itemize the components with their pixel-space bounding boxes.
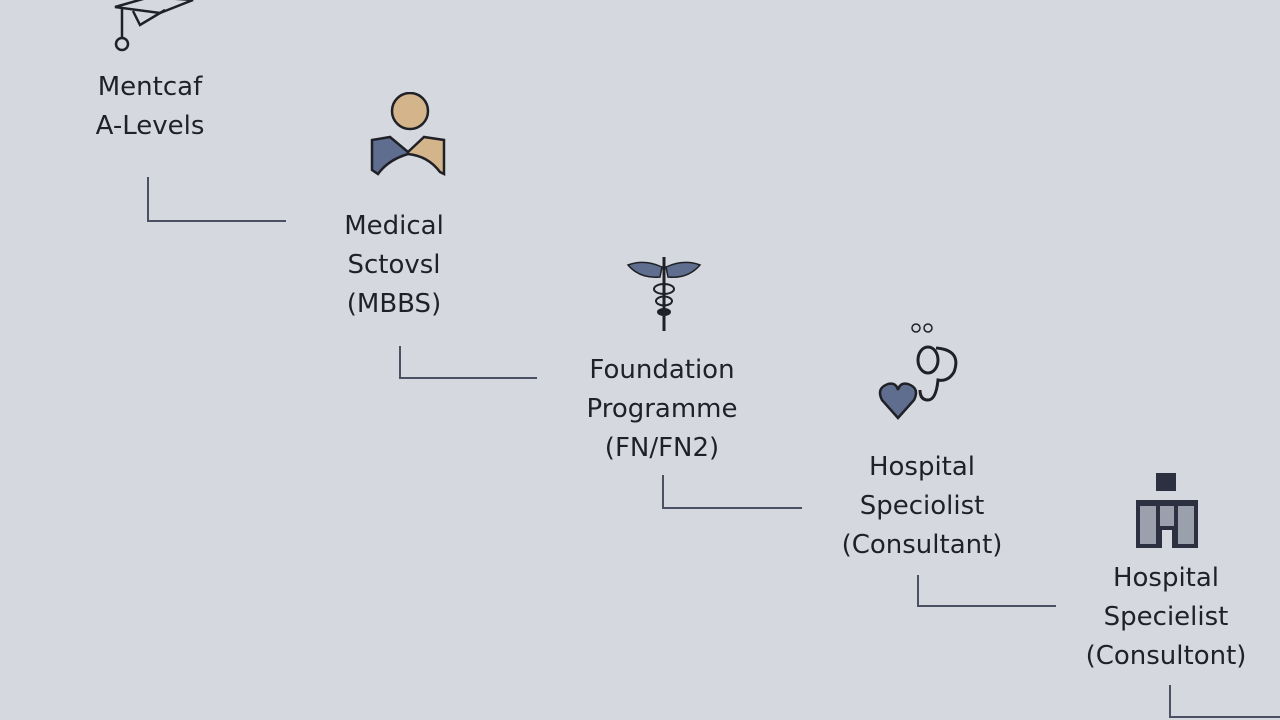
- step-label-line: (FN/FN2): [604, 433, 720, 463]
- connector-line: [662, 475, 802, 509]
- step-label-line: Sctovsl: [347, 250, 441, 280]
- step-medical-school: Medical Sctovsl (MBBS): [274, 207, 514, 324]
- step-label-line: Hospital: [1112, 563, 1220, 593]
- hospital-building-icon: [1136, 473, 1198, 548]
- step-label-line: Programme: [586, 394, 738, 424]
- step-label-line: (Consultont): [1085, 641, 1247, 671]
- stethoscope-heart-icon: [878, 323, 958, 420]
- caduceus-icon: [626, 257, 702, 331]
- step-label-line: (Consultant): [841, 530, 1003, 560]
- step-label-line: (MBBS): [346, 289, 442, 319]
- step-foundation-programme: Foundation Programme (FN/FN2): [542, 351, 782, 468]
- step-label-line: Medical: [344, 211, 444, 241]
- connector-line: [147, 177, 286, 222]
- connector-line: [399, 346, 537, 379]
- step-label-line: Mentcaf: [97, 72, 203, 102]
- step-label-line: Foundation: [589, 355, 735, 385]
- person-icon: [370, 92, 446, 177]
- step-label-line: A-Levels: [95, 111, 205, 141]
- connector-line: [1169, 685, 1280, 718]
- step-hospital-consultant: Hospital Specielist (Consultont): [1046, 559, 1280, 676]
- step-label-line: Speciolist: [859, 491, 985, 521]
- step-a-levels: Mentcaf A-Levels: [30, 68, 270, 146]
- step-label-line: Hospital: [868, 452, 976, 482]
- step-label-line: Specielist: [1103, 602, 1229, 632]
- graduation-cap-icon: [114, 0, 194, 52]
- step-hospital-specialist: Hospital Speciolist (Consultant): [802, 448, 1042, 565]
- connector-line: [917, 575, 1056, 607]
